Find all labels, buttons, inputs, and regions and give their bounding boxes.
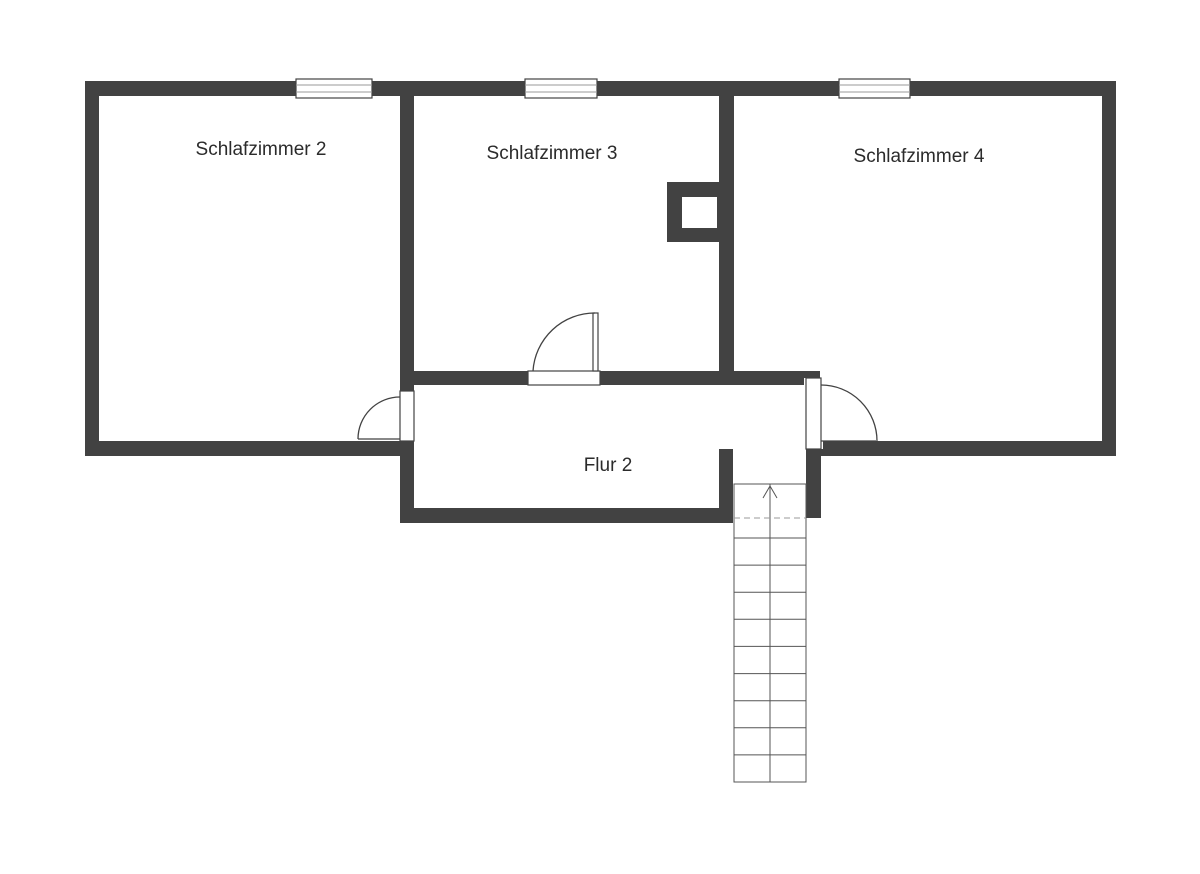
wall-bottom-schlafzimmer-2 (85, 441, 414, 456)
wall-hall-bottom (400, 508, 728, 523)
wall-hall-left (400, 441, 414, 522)
room-labels: Schlafzimmer 2 Schlafzimmer 3 Schlafzimm… (196, 139, 985, 476)
wall-top (85, 81, 1116, 96)
chimney-flue (682, 197, 717, 228)
wall-bottom-schlafzimmer-4 (806, 441, 1116, 456)
wall-left (85, 81, 99, 456)
doors (357, 312, 878, 450)
door-schlafzimmer-4 (804, 377, 878, 450)
wall-stair-left (719, 449, 733, 523)
room-label-schlafzimmer-4: Schlafzimmer 4 (854, 146, 985, 167)
wall-hall-top (400, 371, 820, 385)
window-schlafzimmer-2 (295, 78, 373, 99)
room-label-schlafzimmer-3: Schlafzimmer 3 (487, 143, 618, 164)
arrow-up-icon (762, 485, 778, 510)
windows (295, 78, 911, 99)
wall-divider-2-3 (400, 81, 414, 392)
window-schlafzimmer-3 (524, 78, 598, 99)
staircase (733, 483, 807, 783)
room-label-schlafzimmer-2: Schlafzimmer 2 (196, 139, 327, 160)
wall-divider-3-4 (719, 81, 734, 382)
wall-right (1102, 81, 1116, 456)
door-schlafzimmer-3 (527, 312, 601, 386)
wall-hall-right (806, 449, 821, 518)
room-label-flur-2: Flur 2 (584, 455, 633, 476)
window-schlafzimmer-4 (838, 78, 911, 99)
door-schlafzimmer-2 (357, 390, 416, 442)
